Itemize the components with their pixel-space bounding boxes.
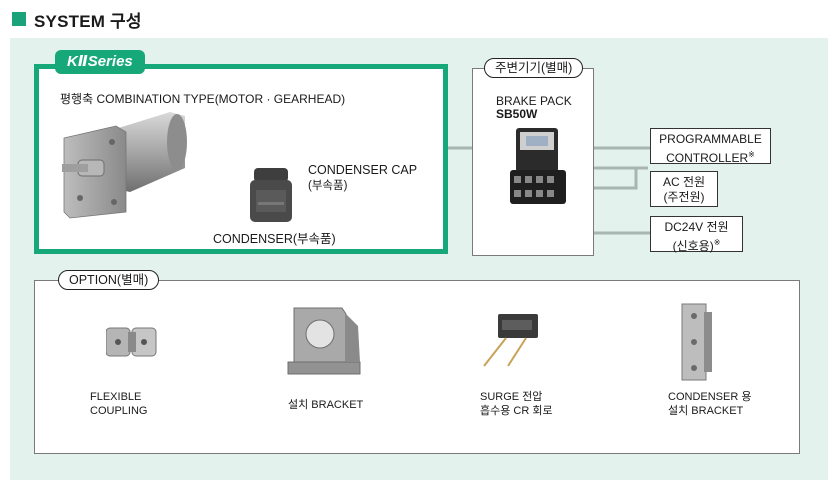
header-square-icon bbox=[12, 12, 26, 26]
plc-line2-row: CONTROLLER※ bbox=[657, 147, 764, 166]
mounting-bracket-image bbox=[287, 307, 361, 375]
page-title: SYSTEM 구성 bbox=[34, 11, 142, 31]
brake-pack-model: SB50W bbox=[496, 107, 538, 121]
condenser-bracket-line2: 설치 BRACKET bbox=[668, 405, 744, 417]
condenser-cap-label: CONDENSER CAP bbox=[308, 163, 418, 177]
ac-line1: AC 전원 bbox=[662, 175, 706, 189]
dc-line1: DC24V 전원 bbox=[664, 220, 729, 234]
surge-cr-image bbox=[483, 314, 538, 367]
coupling-line1: FLEXIBLE bbox=[90, 391, 142, 403]
option-item-bracket: 설치 BRACKET bbox=[288, 398, 363, 412]
dc-line2: (신호용) bbox=[672, 239, 714, 253]
dc-line2-row: (신호용)※ bbox=[657, 235, 736, 254]
dc-note-mark: ※ bbox=[713, 238, 721, 247]
section-header: SYSTEM 구성 bbox=[12, 8, 142, 31]
ac-line2: (주전원) bbox=[663, 190, 705, 204]
option-box bbox=[34, 280, 800, 454]
combination-type-label: 평행축 COMBINATION TYPE(MOTOR · GEARHEAD) bbox=[60, 92, 346, 106]
plc-note-mark: ※ bbox=[748, 150, 755, 159]
flexible-coupling-image bbox=[106, 327, 157, 357]
plc-line1: PROGRAMMABLE bbox=[659, 132, 762, 146]
kseries-badge: KⅡSeries bbox=[55, 50, 145, 74]
option-item-condenser-bracket: CONDENSER 용 설치 BRACKET bbox=[668, 390, 751, 418]
peripheral-tag: 주변기기(별매) bbox=[484, 58, 584, 78]
option-item-surge: SURGE 전압 흡수용 CR 회로 bbox=[480, 390, 553, 418]
dc-power-box: DC24V 전원 (신호용)※ bbox=[650, 216, 743, 254]
bracket-line1: 설치 BRACKET bbox=[288, 399, 364, 411]
plc-box: PROGRAMMABLE CONTROLLER※ bbox=[650, 128, 771, 166]
condenser-cap-image bbox=[250, 168, 292, 222]
condenser-label: CONDENSER(부속품) bbox=[213, 232, 336, 246]
plc-line2: CONTROLLER bbox=[666, 151, 749, 165]
condenser-bracket-line1: CONDENSER 용 bbox=[668, 391, 752, 403]
brake-pack-title: BRAKE PACK bbox=[496, 94, 572, 108]
option-item-coupling: FLEXIBLE COUPLING bbox=[90, 390, 147, 418]
coupling-line2: COUPLING bbox=[90, 405, 148, 417]
option-tag: OPTION(별매) bbox=[58, 270, 160, 290]
surge-line1: SURGE 전압 bbox=[480, 391, 543, 403]
brake-pack-image bbox=[510, 128, 566, 204]
motor-gearhead-image bbox=[62, 112, 187, 219]
surge-line2: 흡수용 CR 회로 bbox=[480, 405, 553, 417]
condenser-bracket-image bbox=[681, 303, 712, 381]
condenser-cap-sub: (부속품) bbox=[308, 180, 348, 192]
ac-power-box: AC 전원 (주전원) bbox=[650, 171, 718, 207]
